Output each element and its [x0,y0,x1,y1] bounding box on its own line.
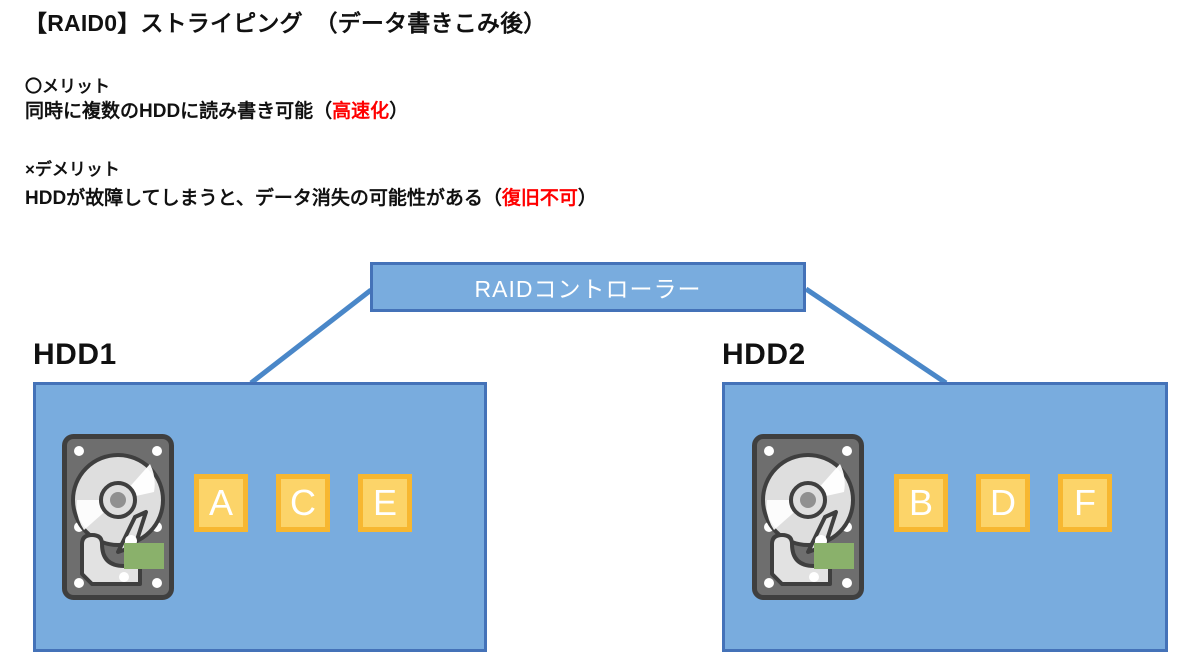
data-block-letter: B [908,482,933,523]
data-block-letter: D [990,482,1016,523]
data-block-tile: C [276,474,330,532]
data-block-tile: A [194,474,248,532]
demerit-text-after: ） [577,188,597,209]
data-block-letter: E [372,482,397,523]
hdd2-drive-icon [752,434,864,605]
data-block-tile: F [1058,474,1112,532]
demerit-highlight: 復旧不可 [501,188,578,209]
data-block-letter: F [1074,482,1096,523]
merit-highlight: 高速化 [332,101,390,122]
data-block-letter: A [208,482,233,523]
raid-controller-label: RAIDコントローラー [474,276,702,302]
merit-heading: 〇メリット [25,77,110,96]
data-block-tile: E [358,474,412,532]
data-block-letter: C [290,482,316,523]
raid-controller-box: RAIDコントローラー [370,262,806,312]
hdd1-label: HDD1 [33,338,117,371]
merit-description: 同時に複数のHDDに読み書き可能（高速化） [25,96,408,123]
hdd2-label: HDD2 [722,338,806,371]
merit-text-after: ） [389,101,409,122]
connector-line-hdd1 [249,288,373,385]
page-title: 【RAID0】ストライピング （データ書きこみ後） [24,10,547,36]
demerit-text-before: HDDが故障してしまうと、データ消失の可能性がある（ [25,188,502,209]
demerit-description: HDDが故障してしまうと、データ消失の可能性がある（復旧不可） [25,183,597,210]
demerit-heading: ×デメリット [25,160,120,179]
hdd1-drive-icon [62,434,174,605]
data-block-tile: D [976,474,1030,532]
connector-line-hdd2 [804,286,948,386]
merit-text-before: 同時に複数のHDDに読み書き可能（ [25,101,333,122]
data-block-tile: B [894,474,948,532]
